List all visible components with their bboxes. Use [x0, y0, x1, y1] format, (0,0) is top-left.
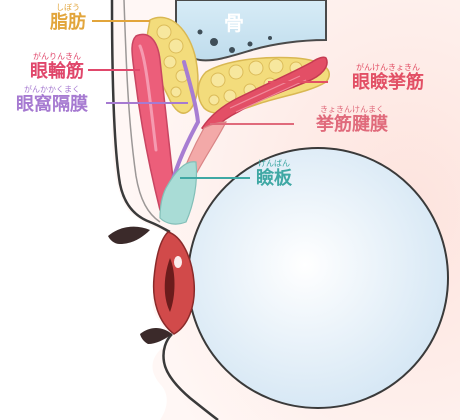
- bone-texture-dot: [197, 29, 203, 35]
- skin-outline-lower: [162, 333, 219, 420]
- orbital-septum: [168, 60, 201, 192]
- bone-texture-dot: [268, 36, 272, 40]
- bone-texture-dot: [229, 47, 235, 53]
- ruby-orbicularis: がんりんきん: [33, 51, 81, 61]
- upper-eyelash: [108, 226, 150, 244]
- label-tarsus: 瞼板: [256, 167, 293, 189]
- label-fat: 脂肪: [50, 11, 86, 33]
- ruby-fat: しぼう: [56, 3, 80, 12]
- ruby-orbital-septum: がんかかくまく: [24, 84, 80, 94]
- ruby-levator-aponeurosis: きょきんけんまく: [320, 105, 384, 114]
- ruby-tarsus: けんばん: [258, 159, 290, 168]
- iris-highlight: [174, 256, 182, 268]
- label-levator: 眼瞼挙筋: [352, 71, 424, 93]
- lower-eyelash: [140, 328, 172, 344]
- orbicularis-highlight: [138, 44, 158, 152]
- skin-outline-upper: [110, 0, 171, 234]
- eyeball: [187, 147, 449, 409]
- label-orbital-septum: 眼窩隔膜: [16, 93, 88, 115]
- label-orbicularis: 眼輪筋: [30, 60, 84, 82]
- pupil: [164, 258, 175, 312]
- label-bone: 骨: [224, 11, 244, 35]
- label-levator-aponeurosis: 挙筋腱膜: [315, 113, 388, 135]
- bone-texture-dot: [247, 41, 253, 47]
- inner-tissue-outline: [123, 0, 161, 223]
- bone-texture-dot: [210, 38, 218, 46]
- ruby-levator: がんけんきょきん: [356, 62, 420, 72]
